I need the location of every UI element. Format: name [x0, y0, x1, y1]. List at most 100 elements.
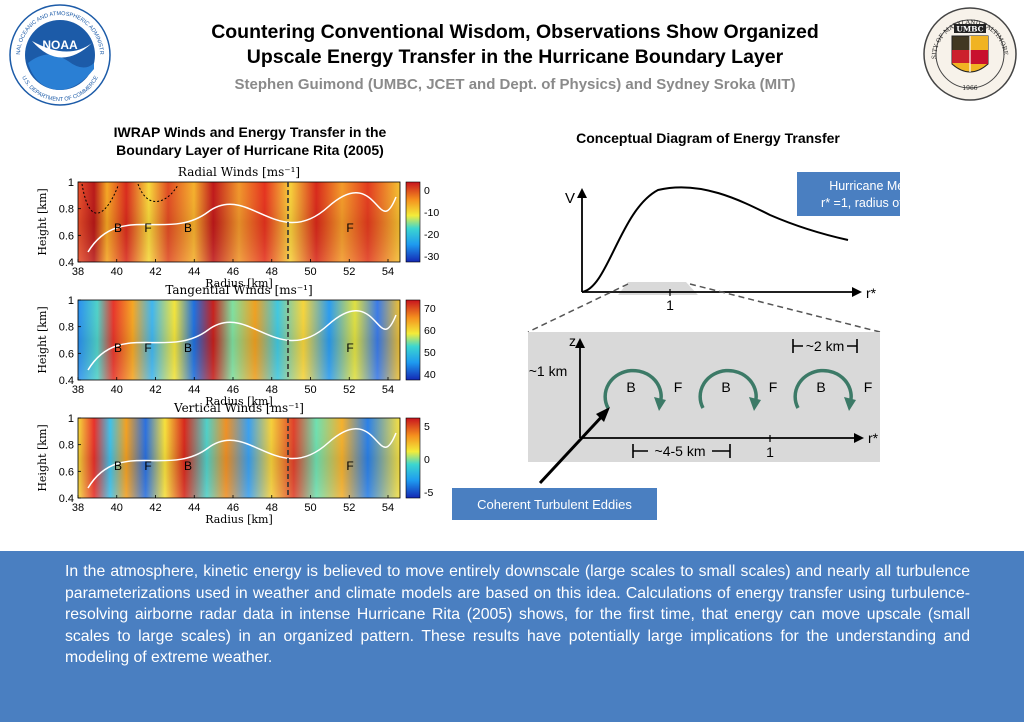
x-tick-label: 54	[382, 266, 394, 278]
x-tick-label: 48	[266, 502, 278, 514]
tick-one-lower-label: 1	[766, 444, 774, 460]
x-tick-label: 42	[149, 502, 161, 514]
x-tick-label: 44	[188, 266, 200, 278]
y-tick-label: 0.4	[59, 493, 74, 505]
panel-title: Tangential Winds [ms⁻¹]	[165, 283, 312, 297]
y-tick-label: 0.8	[59, 204, 74, 216]
eddy-3-b: B	[816, 379, 825, 395]
dotted-contour	[81, 183, 179, 214]
eddy-1-f: F	[674, 379, 683, 395]
conceptual-diagram: V r* 1 Hurricane Mean-Wind r* =1, radius…	[527, 172, 900, 485]
panel-title: Radial Winds [ms⁻¹]	[178, 165, 300, 179]
panel-marker: B	[184, 221, 192, 235]
x-tick-label: 38	[72, 266, 84, 278]
title-line-1: Countering Conventional Wisdom, Observat…	[211, 21, 819, 43]
eddy-3-f: F	[864, 379, 873, 395]
contour-line	[87, 192, 397, 253]
y-tick-label: 1	[68, 295, 74, 307]
eddy-size-label: ~2 km	[806, 338, 845, 354]
eddy-2-b: B	[721, 379, 730, 395]
x-tick-label: 44	[188, 384, 200, 396]
x-tick-label: 48	[266, 384, 278, 396]
x-tick-label: 50	[304, 502, 316, 514]
y-axis-label: Height [km]	[36, 306, 49, 373]
colorbar-tick-label: 0	[424, 454, 430, 466]
summary-footer	[0, 551, 1024, 722]
left-heading-line-2: Boundary Layer of Hurricane Rita (2005)	[116, 142, 384, 158]
colorbar-tick-label: 60	[424, 325, 436, 337]
colorbar	[405, 417, 421, 499]
y-tick-label: 0.8	[59, 322, 74, 334]
panel-marker: F	[346, 459, 353, 473]
left-panel-heading: IWRAP Winds and Energy Transfer in the B…	[40, 123, 460, 159]
v-axis-arrow	[577, 188, 587, 198]
colorbar-tick-label: -10	[424, 207, 439, 219]
mean-wind-box-line-2: r* =1, radius of max wind	[821, 196, 900, 210]
y-tick-label: 0.4	[59, 257, 74, 269]
zoom-line-right	[689, 283, 881, 333]
x-tick-label: 50	[304, 266, 316, 278]
umbc-year: 1966	[962, 85, 977, 92]
panel-marker: B	[114, 459, 122, 473]
colorbar-tick-label: 50	[424, 347, 436, 359]
contour-line	[87, 310, 397, 371]
eddy-2: B F	[698, 368, 778, 411]
x-tick-label: 52	[343, 266, 355, 278]
r-label-lower: r*	[868, 430, 879, 446]
y-tick-label: 0.4	[59, 375, 74, 387]
panel-marker: B	[114, 341, 122, 355]
umbc-text: UMBC	[956, 25, 983, 34]
colorbar-tick-label: 70	[424, 303, 436, 315]
mean-wind-curve	[581, 186, 849, 293]
panel-marker: F	[144, 221, 151, 235]
noaa-text: NOAA	[42, 38, 78, 52]
colorbar	[405, 181, 421, 263]
x-tick-label: 44	[188, 502, 200, 514]
x-tick-label: 46	[227, 384, 239, 396]
panel-marker: B	[114, 221, 122, 235]
x-tick-label: 40	[111, 266, 123, 278]
x-axis-label: Radius [km]	[205, 395, 273, 408]
height-label: ~1 km	[529, 363, 568, 379]
colorbar-tick-label: 40	[424, 369, 436, 381]
panel-marker: B	[184, 341, 192, 355]
panel-marker: F	[144, 341, 151, 355]
x-tick-label: 38	[72, 502, 84, 514]
mean-wind-box	[797, 172, 900, 216]
eddy-3: B F	[793, 368, 873, 411]
x-axis-label: Radius [km]	[205, 513, 273, 525]
mean-wind-box-line-1: Hurricane Mean-Wind	[829, 179, 900, 193]
z-label: z	[569, 333, 576, 349]
title-line-2: Upscale Energy Transfer in the Hurricane…	[246, 46, 784, 68]
tick-one-top-label: 1	[666, 297, 674, 313]
x-axis-label: Radius [km]	[205, 277, 273, 290]
v-label: V	[565, 190, 575, 207]
colorbar-tick-label: -20	[424, 229, 439, 241]
colorbar-tick-label: 5	[424, 421, 430, 433]
left-heading-line-1: IWRAP Winds and Energy Transfer in the	[113, 124, 387, 140]
colorbar	[405, 299, 421, 381]
x-tick-label: 50	[304, 384, 316, 396]
contour-line	[87, 428, 397, 489]
x-tick-label: 54	[382, 502, 394, 514]
r-label-top: r*	[866, 285, 877, 301]
eddy-pointer-line	[538, 410, 608, 485]
authors: Stephen Guimond (UMBC, JCET and Dept. of…	[234, 76, 796, 93]
x-tick-label: 52	[343, 384, 355, 396]
panel-marker: F	[346, 341, 353, 355]
zoom-region	[618, 282, 698, 295]
y-tick-label: 1	[68, 177, 74, 189]
panel-marker: B	[184, 459, 192, 473]
y-tick-label: 1	[68, 413, 74, 425]
eddies-box: Coherent Turbulent Eddies	[452, 488, 657, 520]
x-tick-label: 48	[266, 266, 278, 278]
eddy-1-b: B	[626, 379, 635, 395]
eddy-2-f: F	[769, 379, 778, 395]
right-panel-heading: Conceptual Diagram of Energy Transfer	[576, 130, 840, 146]
x-tick-label: 40	[111, 502, 123, 514]
eddy-pointer-arrow	[596, 407, 610, 422]
y-tick-label: 0.6	[59, 230, 74, 242]
x-tick-label: 52	[343, 502, 355, 514]
